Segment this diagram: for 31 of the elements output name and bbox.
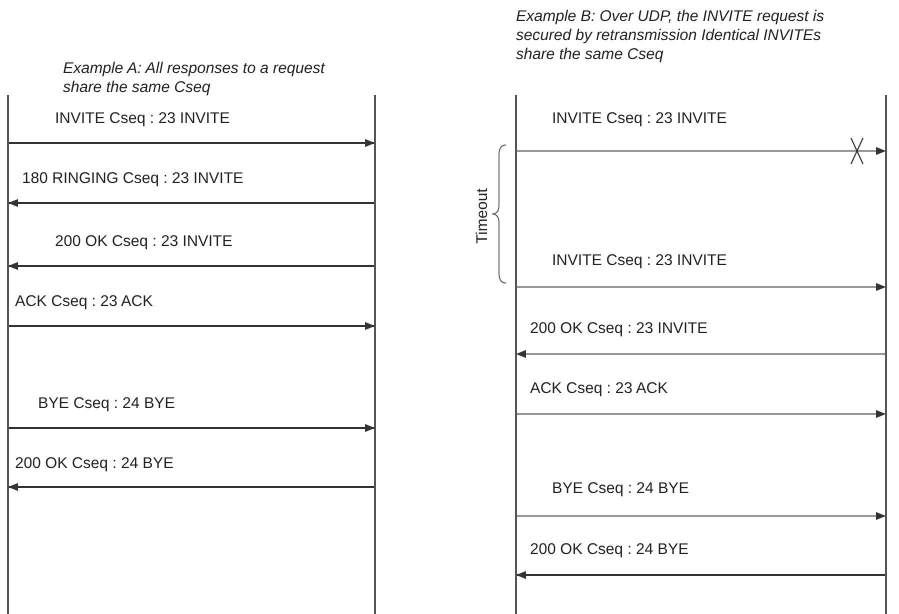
arrow bbox=[516, 512, 886, 520]
arrow bbox=[8, 199, 374, 207]
arrow bbox=[516, 410, 886, 418]
edge-label: INVITE Cseq : 23 INVITE bbox=[552, 252, 727, 270]
edge-label: 200 OK Cseq : 24 BYE bbox=[15, 455, 174, 473]
edge-label: 200 OK Cseq : 24 BYE bbox=[530, 541, 689, 559]
arrow bbox=[516, 283, 886, 291]
edge-label: ACK Cseq : 23 ACK bbox=[530, 380, 668, 398]
arrow bbox=[516, 350, 886, 358]
edge-label: 200 OK Cseq : 23 INVITE bbox=[55, 233, 232, 251]
arrow bbox=[516, 571, 885, 579]
timeout-label: Timeout bbox=[474, 188, 492, 244]
arrow bbox=[9, 322, 375, 330]
arrow bbox=[516, 147, 886, 155]
arrow bbox=[8, 483, 374, 491]
edge-label: INVITE Cseq : 23 INVITE bbox=[552, 110, 727, 128]
edge-label: INVITE Cseq : 23 INVITE bbox=[55, 110, 230, 128]
edge-label: ACK Cseq : 23 ACK bbox=[15, 293, 153, 311]
edge-label: 180 RINGING Cseq : 23 INVITE bbox=[22, 170, 244, 188]
lifeline bbox=[374, 95, 376, 614]
example-caption: Example B: Over UDP, the INVITE request is secured by retransmission Identical INVITEs share the same Cseq bbox=[516, 7, 826, 64]
lifeline bbox=[7, 95, 9, 614]
edge-label: 200 OK Cseq : 23 INVITE bbox=[530, 320, 708, 338]
edge-label: BYE Cseq : 24 BYE bbox=[38, 395, 175, 413]
lifeline bbox=[885, 95, 887, 614]
lifeline bbox=[515, 95, 517, 614]
arrow bbox=[9, 139, 375, 147]
edge-label: BYE Cseq : 24 BYE bbox=[552, 480, 689, 498]
example-caption: Example A: All responses to a request share the same Cseq bbox=[63, 59, 326, 97]
arrow bbox=[9, 424, 375, 432]
arrow bbox=[8, 262, 374, 270]
